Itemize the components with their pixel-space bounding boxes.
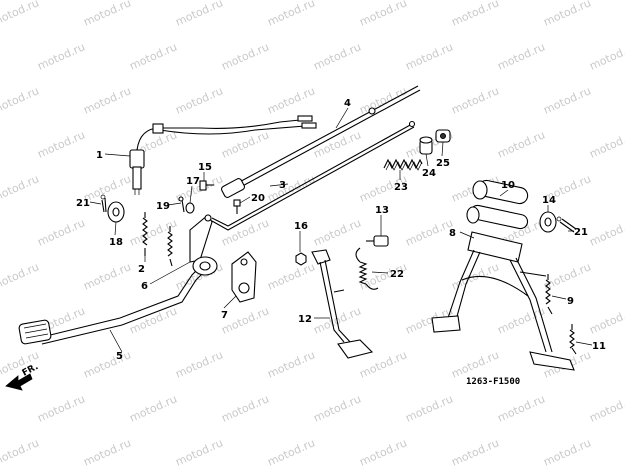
pedal-pivot-6 xyxy=(189,214,218,276)
adjusting-nut-24 xyxy=(419,136,433,155)
callout-21a: 21 xyxy=(76,198,90,209)
callout-21b: 21 xyxy=(574,227,588,238)
washer-14 xyxy=(539,211,557,233)
callout-20: 20 xyxy=(251,193,265,204)
spring-2 xyxy=(142,212,148,256)
callouts: 1 2 3 4 5 6 7 8 9 10 11 12 13 14 15 16 1… xyxy=(76,98,606,362)
bolt-13 xyxy=(366,235,389,247)
callout-6: 6 xyxy=(141,281,148,292)
callout-10: 10 xyxy=(501,180,515,191)
callout-24: 24 xyxy=(422,168,436,179)
callout-15: 15 xyxy=(198,162,212,173)
brake-rod-3 xyxy=(211,120,416,231)
leader-lines xyxy=(89,107,593,353)
cotter-pin-21a xyxy=(100,194,107,213)
side-stand xyxy=(311,249,374,359)
callout-16: 16 xyxy=(294,221,308,232)
callout-9: 9 xyxy=(567,296,574,307)
callout-1: 1 xyxy=(96,150,103,161)
callout-25: 25 xyxy=(436,158,450,169)
nut-16 xyxy=(295,252,307,266)
callout-14: 14 xyxy=(542,195,556,206)
brake-light-switch xyxy=(129,115,317,195)
main-stand xyxy=(431,231,575,371)
callout-23: 23 xyxy=(394,182,408,193)
cable-4 xyxy=(220,85,421,198)
spring-2b xyxy=(167,226,173,267)
shaft-10 xyxy=(466,179,529,230)
callout-8: 8 xyxy=(449,228,456,239)
callout-3: 3 xyxy=(279,180,286,191)
callout-22: 22 xyxy=(390,269,404,280)
spring-22 xyxy=(355,247,379,290)
figure-code: 1263-F1500 xyxy=(466,377,520,387)
brake-pedal xyxy=(18,264,207,345)
callout-12: 12 xyxy=(298,314,312,325)
callout-13: 13 xyxy=(375,205,389,216)
callout-2: 2 xyxy=(138,264,145,275)
front-direction-arrow: FR. xyxy=(5,362,40,391)
bolt-20 xyxy=(233,199,241,214)
washer-18 xyxy=(107,201,125,223)
spring-23 xyxy=(383,158,423,171)
bolt-15 xyxy=(199,180,214,191)
callout-17: 17 xyxy=(186,176,200,187)
callout-19: 19 xyxy=(156,201,170,212)
spring-11 xyxy=(569,324,577,355)
callout-7: 7 xyxy=(221,310,228,321)
joint-pin-25 xyxy=(435,129,451,143)
pin-19 xyxy=(178,196,185,213)
spring-9 xyxy=(545,274,553,315)
callout-4: 4 xyxy=(344,98,351,109)
callout-18: 18 xyxy=(109,237,123,248)
callout-11: 11 xyxy=(592,341,606,352)
bracket-7 xyxy=(231,251,257,303)
cotter-pin-21b xyxy=(556,216,577,233)
callout-5: 5 xyxy=(116,351,123,362)
washer-17 xyxy=(185,202,195,214)
